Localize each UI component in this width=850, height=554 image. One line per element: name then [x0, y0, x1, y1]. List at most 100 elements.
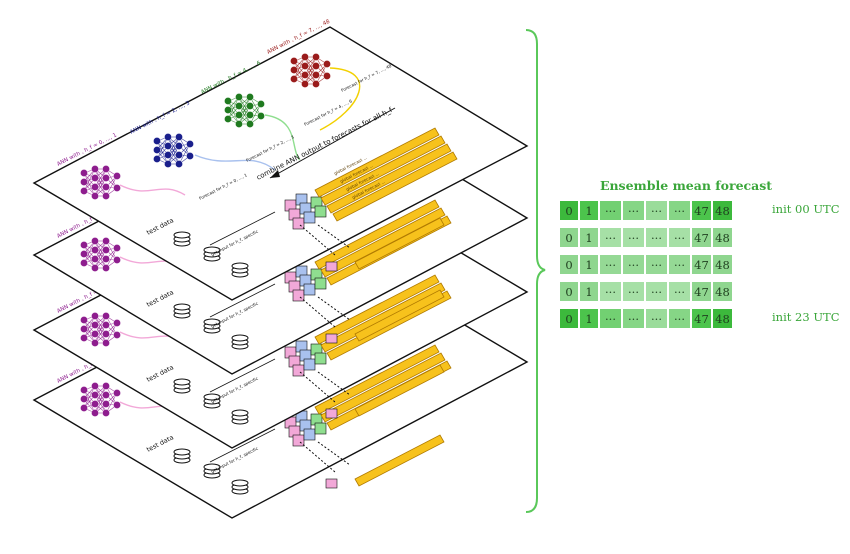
neuron: [257, 112, 265, 120]
network-edge: [94, 315, 107, 344]
database-disk: [173, 448, 191, 456]
ellipsis-line: [317, 296, 351, 321]
neuron: [113, 331, 121, 339]
neuron: [246, 111, 254, 119]
network-edge: [105, 322, 118, 344]
database-disk: [231, 334, 249, 342]
ensemble-cell: 0: [559, 254, 579, 275]
forecast-square: [314, 422, 327, 435]
network-edge: [94, 240, 107, 269]
neuron: [91, 400, 99, 408]
neuron: [91, 391, 99, 399]
forecast-bar: [314, 199, 440, 270]
database-disk: [231, 262, 249, 270]
connector-blue: [194, 154, 276, 171]
ensemble-cell: 47: [691, 227, 712, 248]
database-disk: [173, 231, 191, 239]
neuron: [235, 93, 243, 101]
neuron: [312, 80, 320, 88]
network-edge: [156, 136, 169, 160]
neuron: [175, 142, 183, 150]
neuron: [91, 321, 99, 329]
ensemble-cell: 47: [691, 281, 712, 302]
ellipsis-line: [317, 371, 351, 396]
ensemble-cell: ···: [668, 308, 691, 329]
database-disk: [203, 246, 221, 254]
neuron: [91, 409, 99, 417]
input-arrow: [209, 428, 276, 463]
network-edge: [83, 168, 96, 192]
neuron: [235, 120, 243, 128]
forecast-square: [325, 478, 338, 489]
ellipsis-line: [317, 441, 351, 466]
neuron: [80, 178, 88, 186]
neuron: [290, 66, 298, 74]
network-edge: [167, 136, 180, 165]
neuron: [91, 382, 99, 390]
ensemble-cell: 0: [559, 200, 579, 221]
network-edge: [94, 385, 107, 414]
ensemble-title: Ensemble mean forecast: [599, 178, 773, 193]
neuron: [323, 60, 331, 68]
database-disk: [231, 409, 249, 417]
ensemble-cell: ···: [622, 200, 645, 221]
network-edge: [315, 63, 328, 85]
neuron: [153, 137, 161, 145]
neuron: [102, 409, 110, 417]
neuron: [102, 237, 110, 245]
network-edge: [94, 168, 107, 197]
ensemble-cell: 48: [712, 281, 733, 302]
neuron: [246, 120, 254, 128]
neuron: [246, 102, 254, 110]
network-edge: [83, 385, 96, 409]
neuron: [102, 264, 110, 272]
forecast-square: [314, 277, 327, 290]
neuron: [175, 160, 183, 168]
network-edge: [105, 247, 118, 269]
neuron: [301, 80, 309, 88]
arrow-head-icon: [270, 170, 280, 178]
neuron: [91, 174, 99, 182]
ensemble-cell: ···: [599, 254, 622, 275]
neuron: [91, 165, 99, 173]
ensemble-cell: 48: [712, 254, 733, 275]
neuron: [102, 255, 110, 263]
connector-green: [264, 114, 301, 161]
ensemble-cell: 0: [559, 281, 579, 302]
forecast-square: [303, 428, 316, 441]
neuron: [113, 389, 121, 397]
neuron: [91, 339, 99, 347]
ensemble-cell: ···: [668, 200, 691, 221]
ensemble-cell: ···: [645, 200, 668, 221]
neuron: [91, 264, 99, 272]
neuron: [164, 160, 172, 168]
forecast-bar: [320, 282, 446, 353]
neuron: [186, 140, 194, 148]
forecast-bar: [354, 289, 445, 342]
input-arrow: [209, 358, 276, 393]
neuron: [102, 174, 110, 182]
neuron: [301, 62, 309, 70]
neuron: [91, 246, 99, 254]
neuron: [102, 192, 110, 200]
database-disk: [203, 393, 221, 401]
network-edge: [178, 143, 191, 165]
neuron: [290, 75, 298, 83]
database-disk: [203, 318, 221, 326]
neuron: [164, 142, 172, 150]
neuron: [312, 62, 320, 70]
ensemble-cell: 0: [559, 227, 579, 248]
forecast-square: [314, 205, 327, 218]
ensemble-cell: ···: [668, 254, 691, 275]
neuron: [91, 255, 99, 263]
ensemble-cell: 48: [712, 227, 733, 248]
ensemble-cell: 1: [579, 281, 599, 302]
forecast-bar: [332, 151, 458, 222]
forecast-bar: [354, 217, 445, 270]
